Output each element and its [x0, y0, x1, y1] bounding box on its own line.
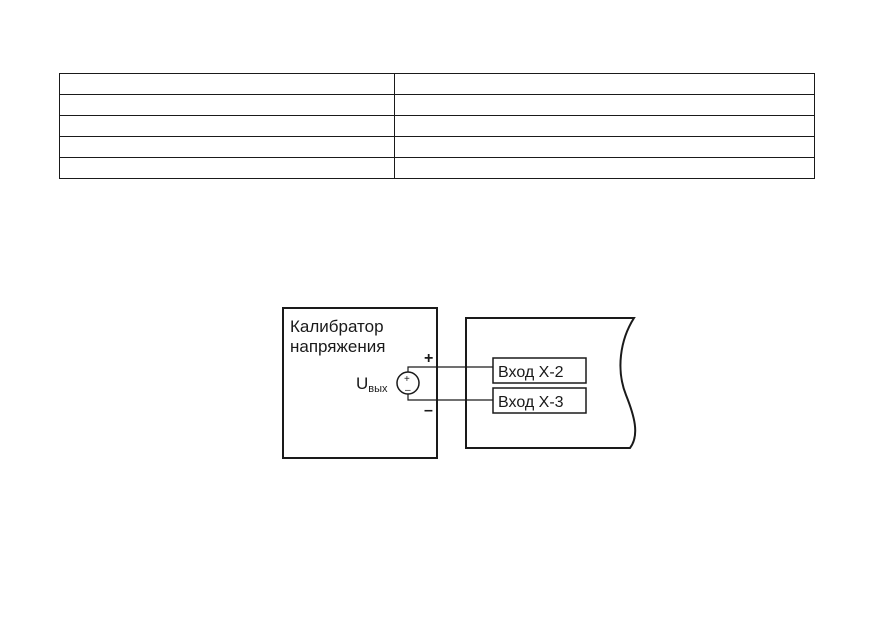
- calibrator-title-line2: напряжения: [290, 337, 385, 356]
- terminal-minus-sign: –: [424, 402, 433, 419]
- input-box-x3: [492, 387, 587, 414]
- calibrator-box: [282, 307, 438, 459]
- input-box-x2: [492, 357, 587, 384]
- output-voltage-label: Uвых: [356, 374, 388, 395]
- input-label-x2: Вход Х-2: [498, 364, 564, 381]
- source-minus-sign: –: [405, 385, 411, 396]
- table-body: [59, 73, 815, 179]
- source-plus-sign: +: [404, 374, 410, 385]
- source-wire-plus: [407, 366, 437, 372]
- input-label-x3: Вход Х-3: [498, 394, 564, 411]
- table-cell: [394, 157, 815, 179]
- table-row: [59, 73, 815, 95]
- output-voltage-symbol: U: [356, 374, 368, 393]
- table-row: [59, 157, 815, 179]
- calibrator-title-line1: Калибратор: [290, 317, 384, 336]
- source-wire-minus: [407, 394, 437, 401]
- empty-table: [59, 73, 815, 179]
- terminal-plus-sign: +: [424, 350, 433, 367]
- device-box: [465, 317, 637, 449]
- output-voltage-subscript: вых: [368, 383, 388, 395]
